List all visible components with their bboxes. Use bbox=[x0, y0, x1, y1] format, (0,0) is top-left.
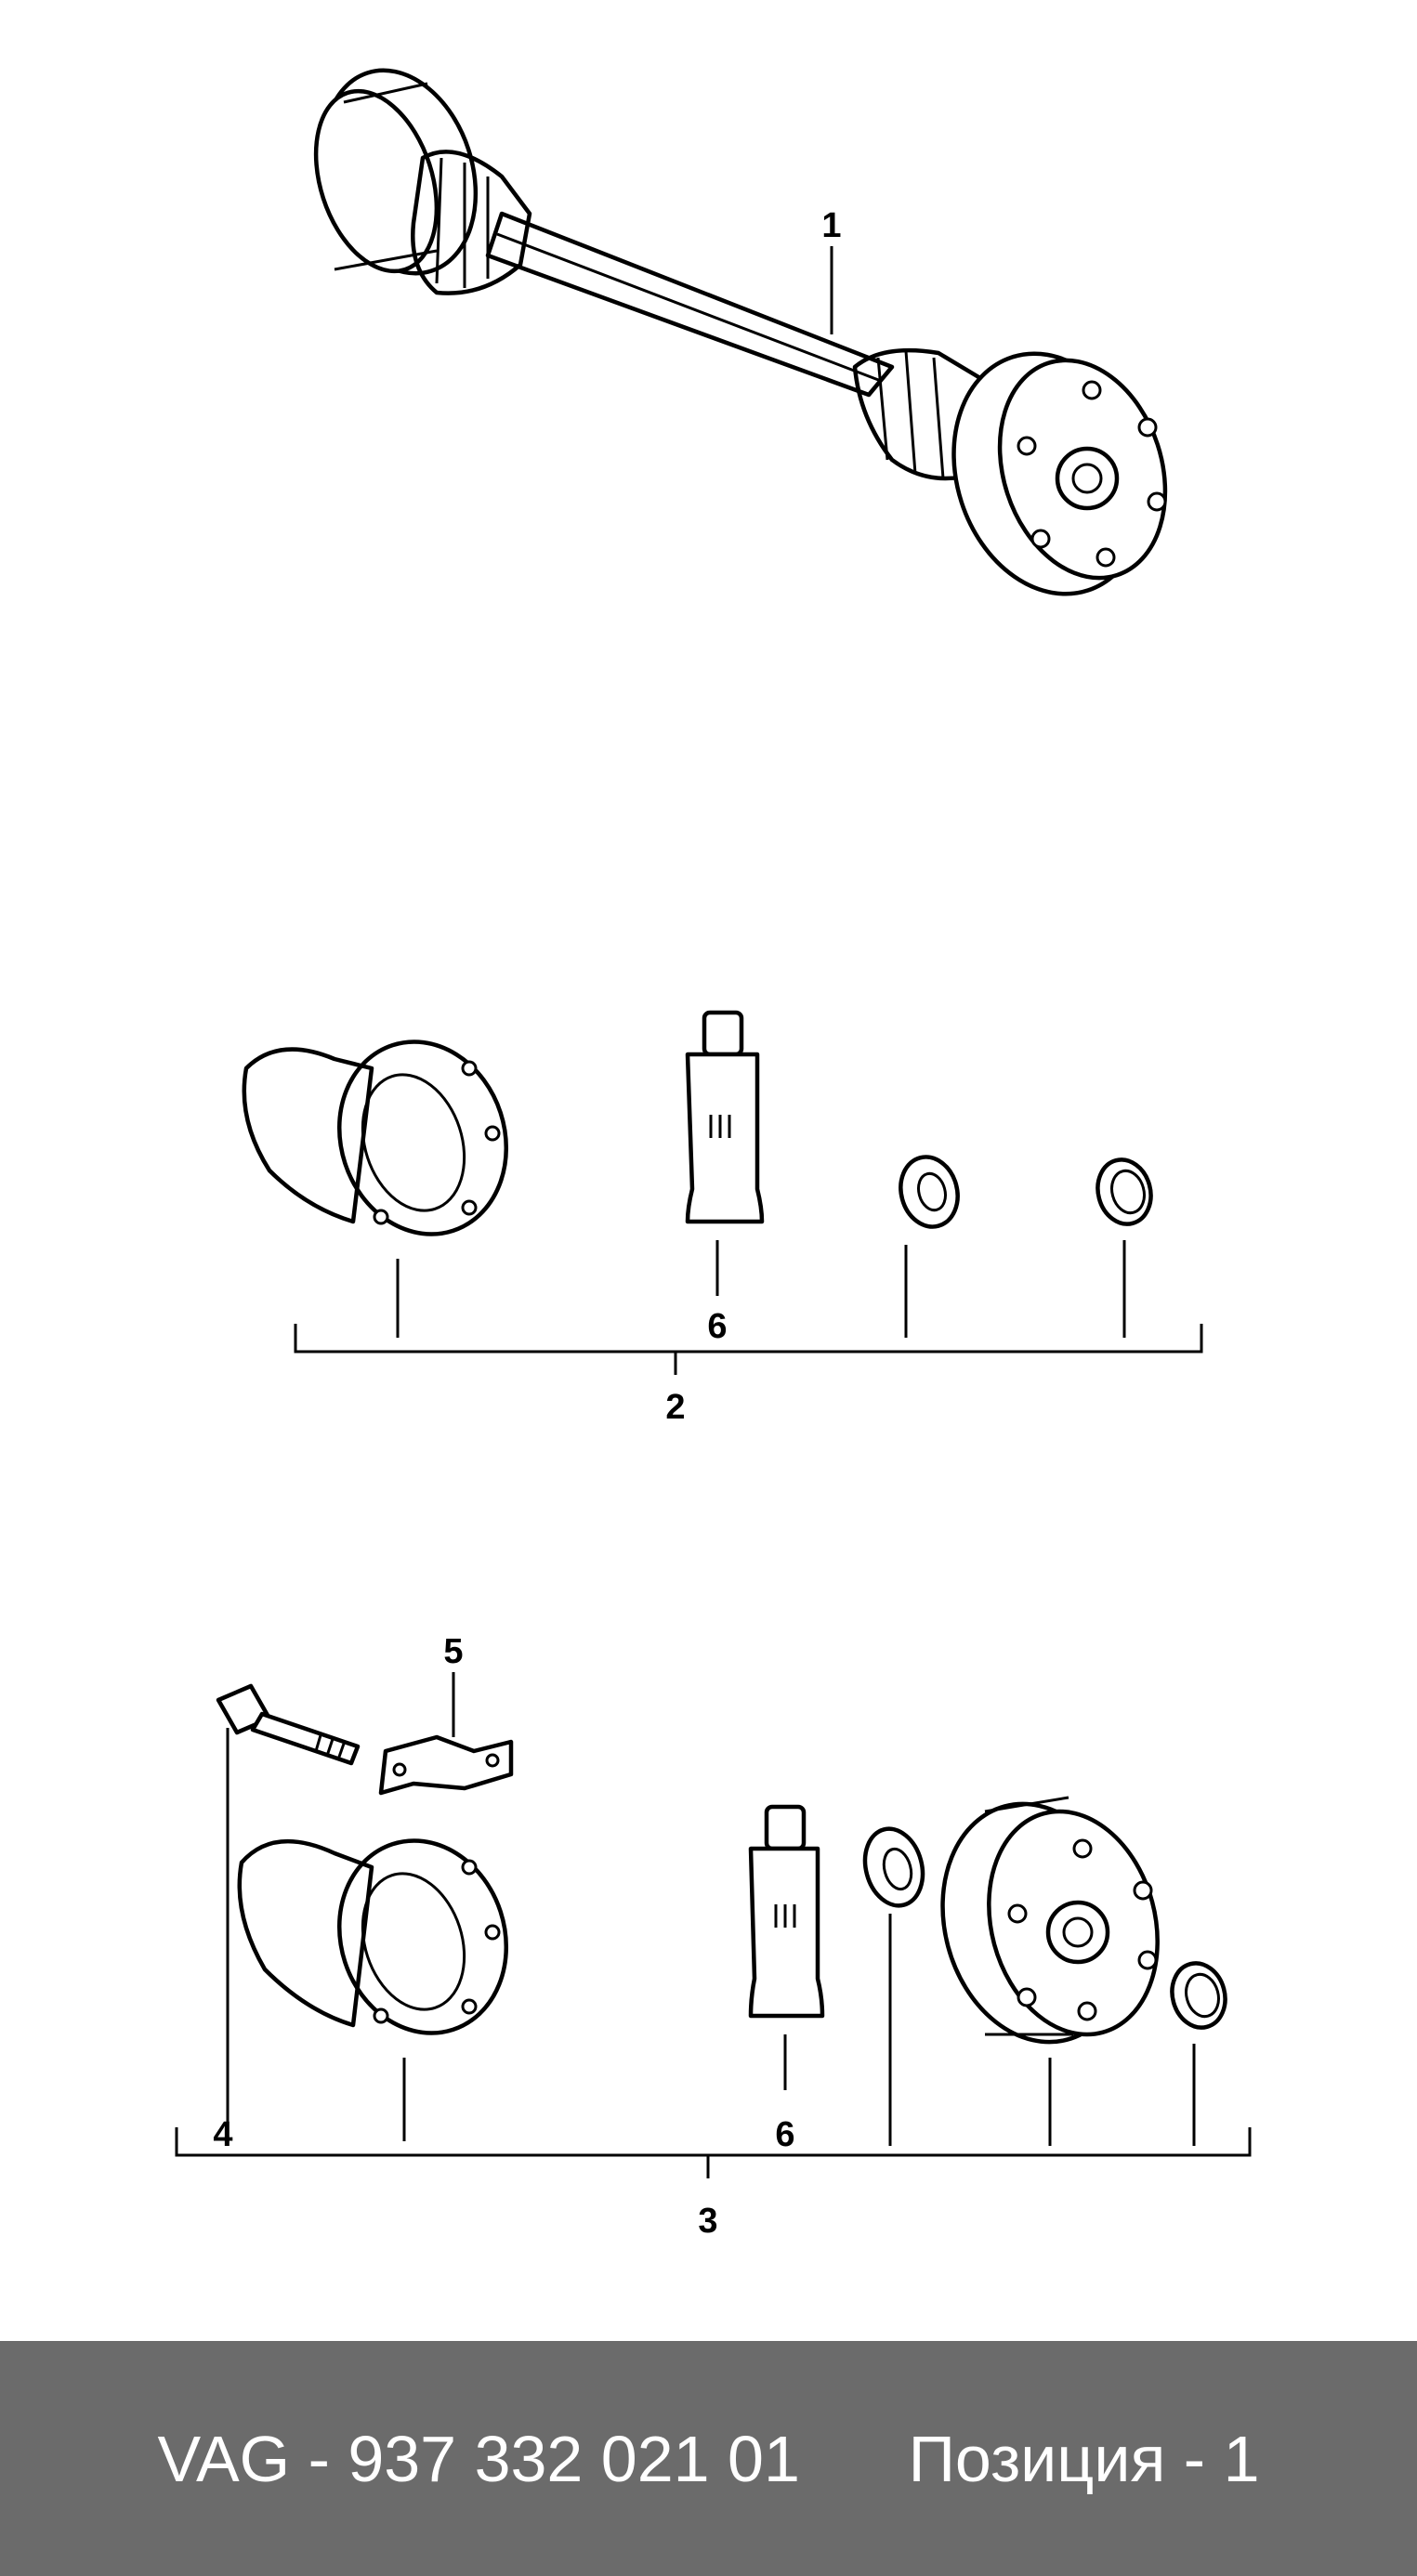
callout-4: 4 bbox=[213, 2115, 232, 2154]
footer-bar: VAG - 937 332 021 01 Позиция - 1 bbox=[0, 2341, 1417, 2576]
parts-diagram: 1 bbox=[175, 68, 1252, 2241]
circlip-kit2 bbox=[1096, 1157, 1153, 1226]
cv-joint-kit3 bbox=[940, 1796, 1160, 2045]
circlip-kit3 bbox=[1170, 1961, 1227, 2030]
flange-bolt-holes bbox=[1017, 380, 1167, 568]
position-label: Позиция - 1 bbox=[908, 2422, 1260, 2495]
drive-shaft-assembly: 1 bbox=[313, 68, 1168, 596]
grease-tube-kit3 bbox=[748, 1804, 825, 2019]
part-number-label: VAG - 937 332 021 01 bbox=[157, 2422, 800, 2495]
boot-kit3 bbox=[237, 1838, 509, 2035]
kit-3: 5 bbox=[175, 1632, 1252, 2241]
callout-6-kit3: 6 bbox=[775, 2115, 794, 2154]
callout-2: 2 bbox=[665, 1388, 685, 1427]
callout-1: 1 bbox=[821, 206, 841, 245]
callout-5: 5 bbox=[443, 1632, 463, 1671]
kit-2: 6 2 bbox=[242, 1010, 1203, 1427]
footer-separator bbox=[800, 2422, 909, 2496]
lock-plate-kit3 bbox=[862, 1826, 925, 1908]
bracket-plate bbox=[378, 1734, 514, 1796]
grease-tube-kit2 bbox=[685, 1010, 765, 1224]
boot-kit2 bbox=[242, 1040, 509, 1236]
callout-3: 3 bbox=[698, 2202, 717, 2241]
bolt bbox=[216, 1683, 361, 1766]
callout-6-kit2: 6 bbox=[707, 1307, 727, 1346]
lock-plate-kit2 bbox=[899, 1155, 960, 1229]
